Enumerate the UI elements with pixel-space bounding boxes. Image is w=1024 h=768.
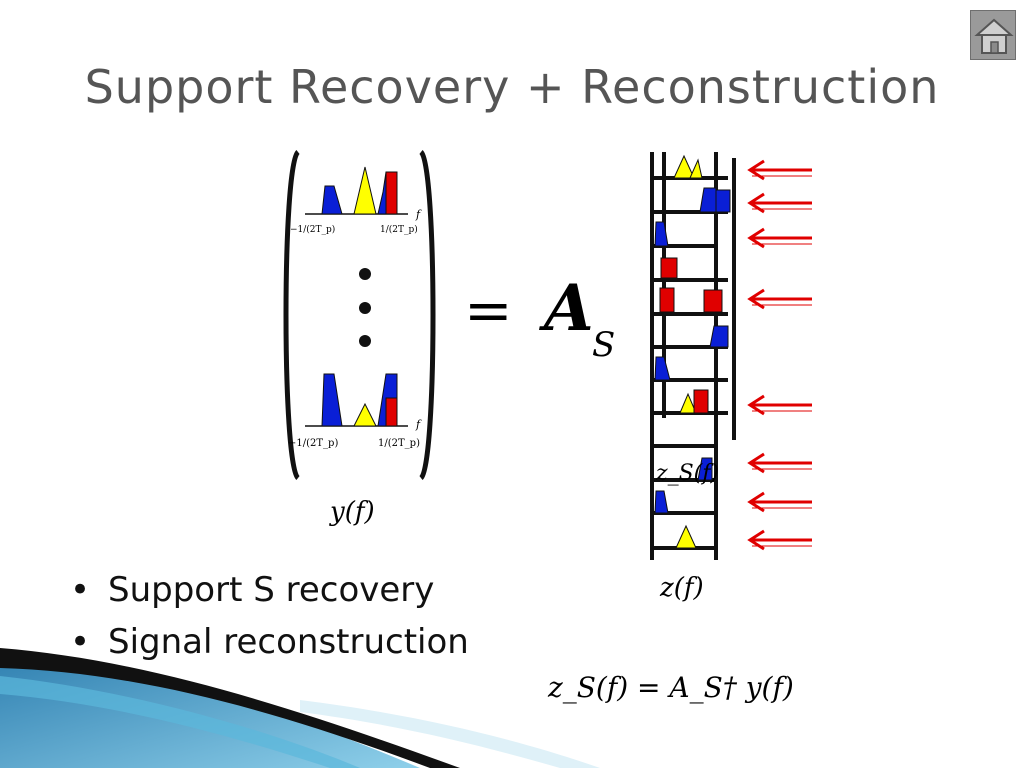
left-bracket: [283, 150, 301, 480]
home-button-frame[interactable]: [970, 10, 1016, 60]
yellow-band: [689, 158, 703, 179]
yellow-band: [353, 166, 377, 215]
spectrum-top: f −1/(2T_p) 1/(2T_p): [290, 166, 422, 235]
left-arrow-icon: [747, 159, 812, 181]
axis-f-label: f: [415, 208, 422, 221]
left-arrow-icon: [747, 288, 812, 310]
yellow-band: [675, 524, 697, 549]
z-label: z(f): [659, 573, 704, 603]
tick-right: 1/(2T_p): [380, 224, 418, 235]
left-arrow-icon: [747, 394, 812, 416]
yellow-band: [679, 392, 697, 414]
home-button[interactable]: [970, 10, 1016, 60]
z-vector: z_S(f) z(f): [650, 152, 736, 603]
bullet-list: • Support S recovery • Signal reconstructi…: [70, 566, 469, 670]
red-band: [385, 397, 398, 427]
blue-band: [654, 221, 669, 247]
red-band: [385, 171, 398, 215]
left-arrow-icon: [747, 192, 812, 214]
home-icon: [974, 18, 1014, 54]
yellow-band: [673, 154, 695, 179]
blue-band: [715, 189, 731, 213]
red-band: [660, 257, 678, 279]
tick-left: −1/(2T_p): [290, 224, 335, 235]
axis-f-label: f: [415, 418, 422, 431]
y-label: y(f): [329, 497, 375, 527]
matrix-subscript: S: [592, 325, 615, 365]
y-vector: f −1/(2T_p) 1/(2T_p) f −1/(2T_p) 1/(2T_p…: [283, 150, 436, 527]
yellow-band: [353, 402, 377, 427]
bullet-text: Signal reconstruction: [108, 622, 469, 662]
matrix-symbol: A: [539, 271, 594, 346]
bullet-item: • Support S recovery: [70, 566, 469, 618]
zs-label: z_S(f): [655, 461, 719, 486]
left-arrow-icon: [747, 529, 812, 551]
red-band: [659, 287, 675, 313]
slide-title: Support Recovery + Reconstruction: [84, 60, 940, 114]
ellipsis-dot: [359, 335, 371, 347]
blue-band: [709, 325, 729, 348]
left-arrow-icon: [747, 227, 812, 249]
ellipsis-dot: [359, 268, 371, 280]
equals-sign: =: [464, 276, 513, 344]
spectrum-bottom: f −1/(2T_p) 1/(2T_p): [288, 373, 422, 449]
tick-right: 1/(2T_p): [378, 438, 420, 449]
reconstruction-formula: z_S(f) = A_S† y(f): [547, 671, 794, 704]
blue-band: [654, 356, 671, 381]
blue-band: [699, 187, 717, 213]
tick-left: −1/(2T_p): [288, 438, 338, 449]
blue-band: [697, 457, 713, 481]
bullet-item: • Signal reconstruction: [70, 618, 469, 670]
red-band: [693, 389, 709, 414]
bullet-text: Support S recovery: [108, 570, 435, 610]
bullet-marker: •: [70, 570, 91, 610]
left-arrow-icon: [747, 491, 812, 513]
blue-band: [654, 490, 669, 514]
red-band: [703, 289, 723, 313]
left-arrow-icon: [747, 452, 812, 474]
right-bracket: [418, 150, 436, 480]
blue-band: [321, 373, 343, 427]
blue-band: [321, 185, 343, 215]
selection-arrows: [747, 159, 812, 551]
ellipsis-dot: [359, 302, 371, 314]
bullet-marker: •: [70, 622, 91, 662]
